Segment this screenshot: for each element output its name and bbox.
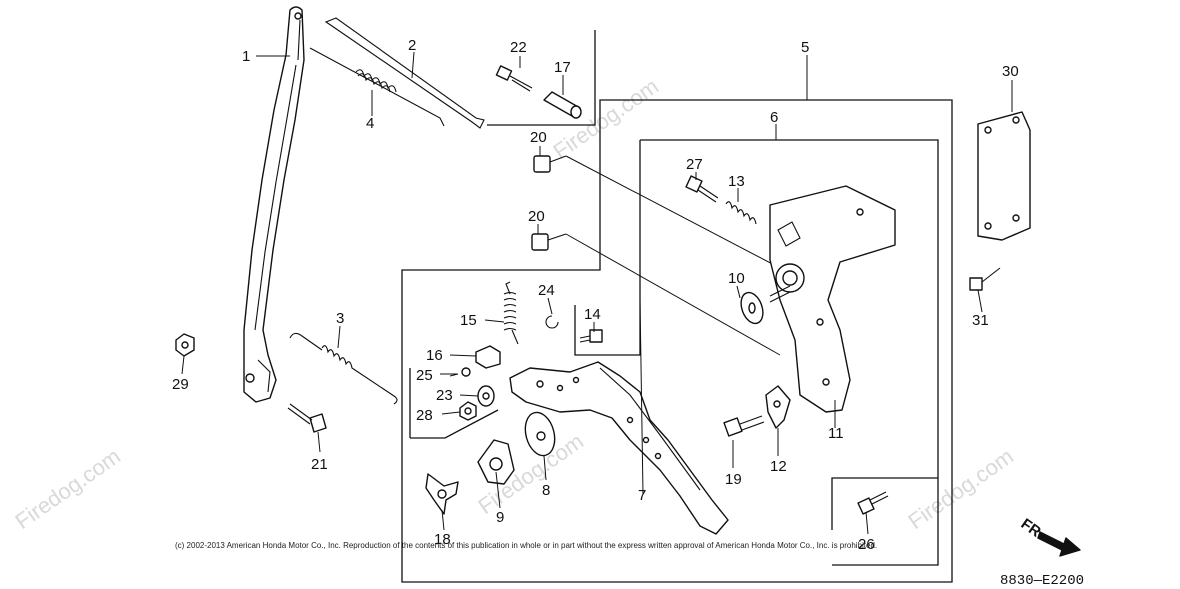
callout-11: 11 [828,425,844,442]
callout-6: 6 [770,109,778,126]
callout-3: 3 [336,310,344,327]
callout-27: 27 [686,156,703,173]
callout-30: 30 [1002,63,1019,80]
bolt-20b [531,233,567,251]
callout-26: 26 [858,536,875,553]
leader-20b [565,233,781,356]
callout-8: 8 [542,482,550,499]
callout-7: 7 [638,487,646,504]
shift-lever [509,361,729,535]
outline-5 [401,99,953,583]
leader-lines [181,51,1013,535]
callout-10: 10 [728,270,745,287]
cover-plate-30 [977,111,1031,241]
callout-24: 24 [538,282,555,299]
e-clip-24 [545,315,559,329]
callout-13: 13 [728,173,745,190]
washer-8 [524,411,556,457]
collar-17 [543,91,582,119]
fitting-16 [475,345,501,369]
watermark-1: Firedog.com [11,443,126,534]
outline-28 [409,368,499,439]
bolt-27 [685,175,719,203]
outline-6 [574,139,939,566]
watermark-3: Firedog.com [904,443,1019,534]
spring-15 [503,281,519,345]
bolt-22 [495,65,533,92]
callout-14: 14 [584,306,601,323]
outline-22 [487,30,596,126]
washer-23 [477,385,495,407]
callout-20b: 20 [528,208,545,225]
spring-13 [725,201,757,225]
diagram-code: 8830—E2200 [1000,573,1084,589]
copyright-notice: (c) 2002-2013 American Honda Motor Co., … [175,541,877,550]
callout-20a: 20 [530,129,547,146]
front-direction-arrow: FR. [1018,515,1081,557]
bolt-14 [579,329,603,343]
callout-28: 28 [416,407,433,424]
callout-19: 19 [725,471,742,488]
callout-4: 4 [366,115,374,132]
leader-20a [565,155,781,269]
bolt-20a [533,155,567,173]
callout-15: 15 [460,312,477,329]
callout-25: 25 [416,367,433,384]
clip-12 [765,385,791,429]
callout-18: 18 [434,531,451,548]
callout-1: 1 [242,48,250,65]
callout-2: 2 [408,37,416,54]
callout-31: 31 [972,312,989,329]
wing-nut-18 [425,473,459,515]
nut-29 [175,333,195,357]
callout-9: 9 [496,509,504,526]
bolt-19 [723,415,765,437]
spring-3 [289,332,398,405]
screw-25 [449,367,471,377]
washer-10 [740,285,791,325]
spring-4 [355,69,397,93]
callout-5: 5 [801,39,809,56]
outline-26 [831,477,938,530]
callout-21: 21 [311,456,328,473]
watermarks: Firedog.com Firedog.com Firedog.com Fire… [11,73,1019,534]
callout-23: 23 [436,387,453,404]
lever-arm [243,6,305,403]
callout-22: 22 [510,39,527,56]
callout-16: 16 [426,347,443,364]
assembly-outlines [401,30,953,583]
control-rod [309,17,485,129]
bolt-26 [857,491,889,515]
callout-17: 17 [554,59,571,76]
callout-29: 29 [172,376,189,393]
nut-28 [459,401,477,421]
bolt-31 [969,267,1001,291]
callout-12: 12 [770,458,787,475]
bolt-21 [287,403,327,433]
watermark-4: Firedog.com [549,73,664,164]
callout-numbers: 1 2 4 22 17 20 20 5 6 27 13 10 11 12 19 … [172,37,1019,553]
bracket-plate [769,185,896,413]
cam-9 [477,439,515,485]
